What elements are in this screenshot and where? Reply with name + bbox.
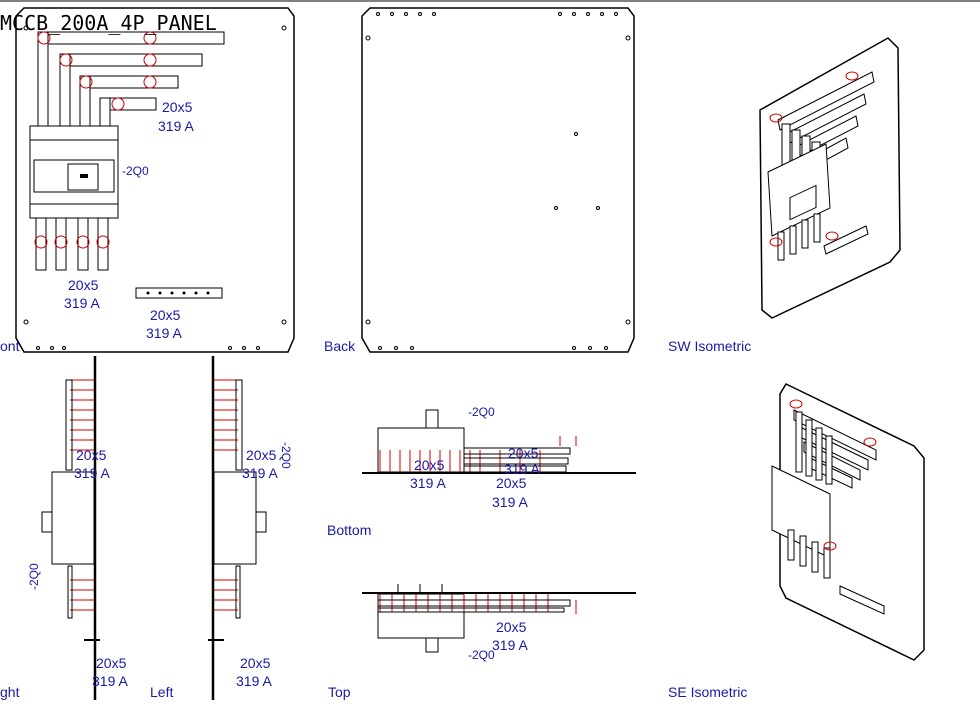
- top-mccb: [377, 593, 465, 639]
- right-view[interactable]: 20x5 319 A -2Q0 20x5 319 A ght: [0, 356, 128, 700]
- left-lower-terminals: [235, 565, 241, 619]
- bolts-top: [37, 31, 157, 111]
- back-view[interactable]: Back: [324, 7, 635, 354]
- left-busbar-size: 20x5: [246, 447, 277, 463]
- bottom-busbar-current-2: 319 A: [504, 461, 540, 477]
- right-bolts-upper: [70, 379, 94, 451]
- back-mounting-holes: [365, 12, 631, 350]
- busbar-current-3: 319 A: [146, 325, 182, 341]
- busbar-current-1: 319 A: [158, 118, 194, 134]
- back-mounting-plate: [361, 7, 635, 353]
- lower-terminals: [35, 217, 109, 271]
- bottom-busbar-size-2: 20x5: [508, 445, 539, 461]
- sw-mccb-face: [789, 184, 817, 221]
- top-busbar-current: 319 A: [492, 637, 528, 653]
- left-breaker-tag: -2Q0: [279, 442, 293, 469]
- front-mounting-plate: [15, 7, 295, 353]
- riser-l2: [59, 53, 71, 127]
- sw-bolts: [769, 71, 859, 247]
- sw-isometric-view[interactable]: SW Isometric: [668, 37, 901, 354]
- riser-l3: [79, 75, 91, 127]
- busbar-l3: [81, 75, 179, 89]
- left-busbar-current: 319 A: [242, 465, 278, 481]
- neutral-bar[interactable]: [135, 287, 223, 299]
- bottom-busbar-size-1: 20x5: [414, 457, 445, 473]
- sw-mccb: [767, 143, 831, 237]
- busbar-current-2: 319 A: [64, 295, 100, 311]
- breaker-tag-front: -2Q0: [122, 164, 149, 178]
- left-busbar-current-2: 319 A: [236, 673, 272, 689]
- right-busbar-size: 20x5: [76, 447, 107, 463]
- right-busbar-stack: [65, 379, 73, 471]
- mccb-handle[interactable]: [80, 174, 88, 178]
- view-label-right: ght: [0, 684, 20, 700]
- bottom-breaker-tag: -2Q0: [468, 405, 495, 419]
- right-mccb-handle: [41, 511, 53, 533]
- bottom-busbar-size-3: 20x5: [496, 475, 527, 491]
- front-view[interactable]: MCCB_200A_4P_PANEL -2Q0 20x5 319 A 20x5 …: [0, 7, 295, 354]
- left-busbar-size-2: 20x5: [240, 655, 271, 671]
- riser-l1: [37, 31, 49, 127]
- view-label-se-iso: SE Isometric: [668, 684, 747, 700]
- se-isometric-view[interactable]: SE Isometric: [668, 383, 925, 700]
- right-busbar-size-2: 20x5: [96, 655, 127, 671]
- se-neutral-bar: [839, 585, 885, 615]
- bolts-bottom: [34, 235, 110, 249]
- top-mccb-handle: [425, 637, 439, 653]
- busbar-l2: [61, 53, 203, 67]
- left-bolts-upper: [214, 379, 238, 451]
- riser-n: [99, 97, 111, 127]
- bottom-busbar-current-3: 319 A: [492, 494, 528, 510]
- se-lower-terminals: [787, 529, 831, 579]
- top-busbar-size: 20x5: [496, 619, 527, 635]
- neutral-bar-holes: [146, 291, 210, 295]
- se-busbars: [793, 409, 877, 489]
- left-busbar-stack: [235, 379, 243, 471]
- drawing-title: MCCB_200A_4P_PANEL: [0, 11, 217, 35]
- left-mccb: [213, 471, 257, 565]
- busbar-size-1: 20x5: [162, 99, 193, 115]
- bottom-view[interactable]: -2Q0 20x5 319 A 20x5 319 A 20x5 319 A Bo…: [327, 405, 636, 538]
- busbar-size-3: 20x5: [150, 307, 181, 323]
- top-busbars: [377, 599, 571, 613]
- view-label-bottom: Bottom: [327, 522, 371, 538]
- right-bolts-lower: [70, 579, 94, 611]
- top-bolts: [379, 594, 577, 614]
- top-busbar-studs: [397, 584, 443, 594]
- view-label-top: Top: [328, 684, 351, 700]
- view-label-left: Left: [150, 684, 173, 700]
- left-mccb-handle: [255, 511, 267, 533]
- right-lower-terminals: [67, 565, 73, 619]
- bottom-mccb-handle: [425, 409, 439, 429]
- sw-plate: [759, 37, 901, 319]
- view-label-back: Back: [324, 338, 356, 354]
- right-mccb: [51, 471, 95, 565]
- sw-neutral-bar: [823, 225, 869, 255]
- front-mounting-holes: [23, 25, 287, 350]
- se-bolts: [789, 399, 877, 551]
- bottom-busbar-current-1: 319 A: [410, 475, 446, 491]
- sw-lower-terminals: [777, 213, 821, 261]
- right-busbar-current-2: 319 A: [92, 673, 128, 689]
- top-view[interactable]: 20x5 319 A -2Q0 Top: [328, 584, 636, 700]
- top-breaker-tag: -2Q0: [468, 648, 495, 662]
- bottom-busbars: [463, 447, 571, 473]
- left-view[interactable]: 20x5 319 A -2Q0 20x5 319 A Left: [150, 356, 293, 700]
- right-busbar-current: 319 A: [74, 465, 110, 481]
- view-label-front: ont: [0, 338, 20, 354]
- right-breaker-tag: -2Q0: [27, 563, 41, 590]
- se-plate: [779, 383, 925, 661]
- view-label-sw-iso: SW Isometric: [668, 338, 751, 354]
- left-bolts-lower: [214, 579, 238, 611]
- busbar-size-2: 20x5: [68, 277, 99, 293]
